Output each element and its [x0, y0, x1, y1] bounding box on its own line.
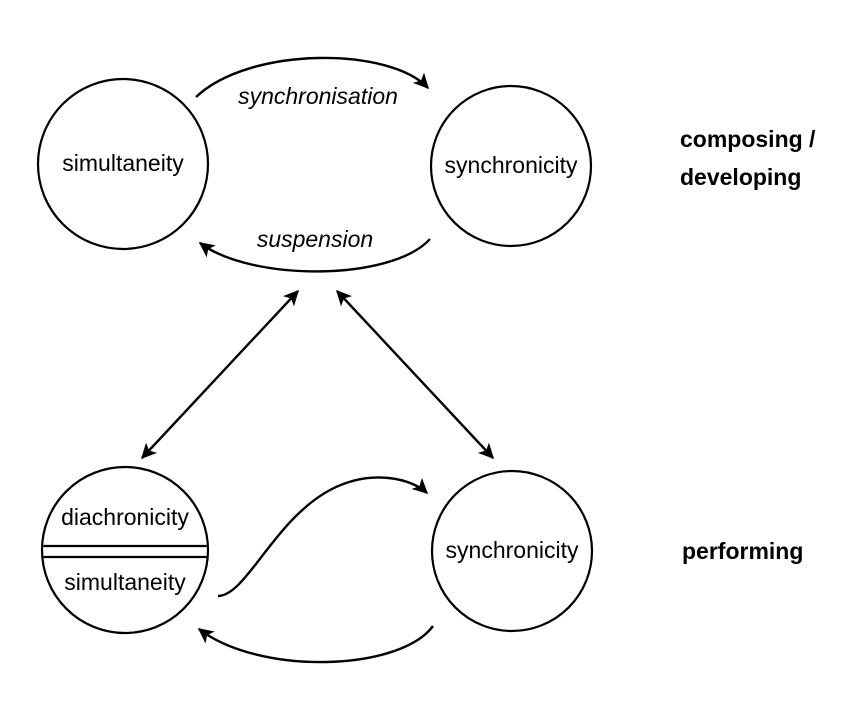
- node-bottom-left-label-top: diachronicity: [61, 504, 189, 530]
- edge-bottom-forward-arrow[interactable]: [217, 476, 429, 598]
- edge-left-diagonal-double-arrow[interactable]: [141, 289, 299, 460]
- node-top-left[interactable]: simultaneity: [36, 77, 210, 251]
- node-top-left-label: simultaneity: [62, 150, 184, 176]
- node-bottom-left-circle: [40, 465, 210, 635]
- group-label-composing-developing: composing / developing: [680, 126, 816, 190]
- node-top-right-label: synchronicity: [445, 152, 578, 178]
- node-bottom-right[interactable]: synchronicity: [430, 469, 594, 633]
- group-label-composing-line-1: composing /: [680, 126, 816, 152]
- node-top-left-circle: [36, 77, 210, 251]
- edge-bottom-return-arrow[interactable]: [197, 625, 434, 664]
- edge-label-synchronisation: synchronisation: [238, 83, 398, 109]
- edge-right-diagonal-double-arrow[interactable]: [336, 289, 494, 460]
- node-top-right[interactable]: synchronicity: [429, 84, 593, 248]
- group-label-composing-line-2: developing: [680, 164, 801, 190]
- node-bottom-right-circle: [430, 469, 594, 633]
- node-bottom-left[interactable]: diachronicity simultaneity: [40, 465, 210, 635]
- edge-synchronisation-arrow[interactable]: [195, 56, 429, 98]
- node-bottom-right-label: synchronicity: [446, 537, 579, 563]
- node-bottom-left-label-bottom: simultaneity: [64, 569, 186, 595]
- edge-suspension-arrow[interactable]: [198, 238, 431, 273]
- node-top-right-circle: [429, 84, 593, 248]
- group-label-performing: performing: [682, 538, 803, 564]
- group-label-performing-line-1: performing: [682, 538, 803, 564]
- edge-label-suspension: suspension: [257, 226, 373, 252]
